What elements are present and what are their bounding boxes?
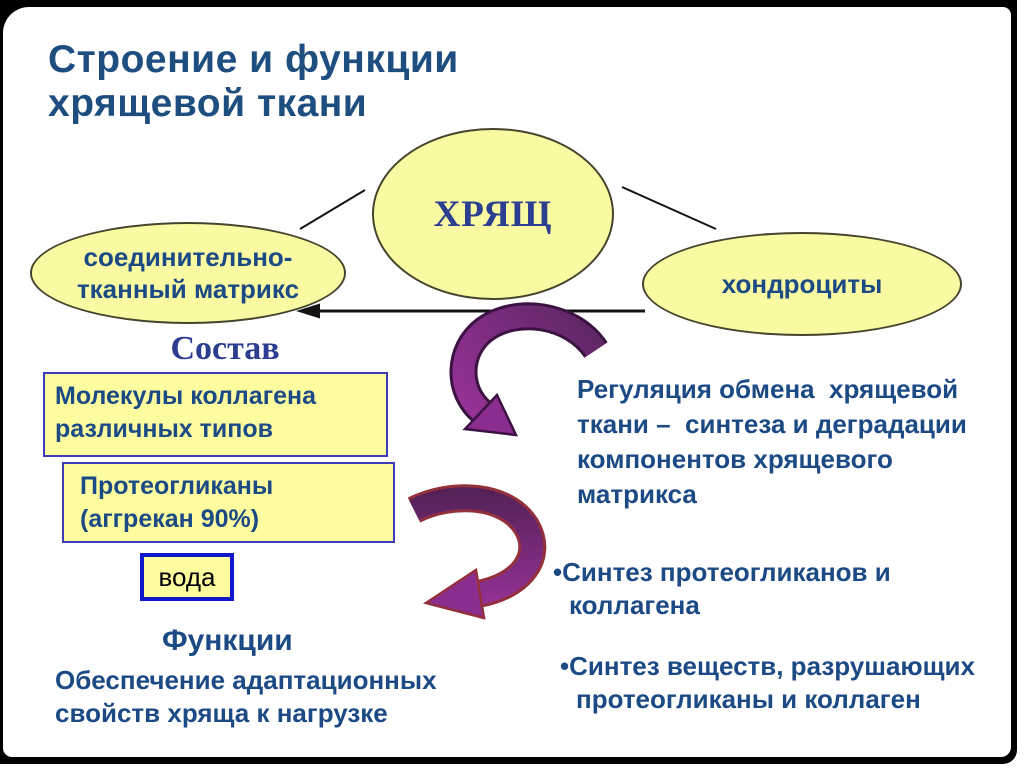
chondrocytes-node-label: хондроциты (721, 268, 883, 299)
matrix-node-label: соединительно- тканный матрикс (76, 241, 300, 305)
composition-heading: Состав (170, 330, 280, 367)
regulation-text: Регуляция обмена хрящевой ткани – синтез… (577, 374, 967, 510)
degradation-bullet: •Синтез веществ, разрушающих протеоглика… (560, 651, 975, 715)
cartilage-node: ХРЯЩ (372, 128, 614, 300)
functions-text: Обеспечение адаптационных свойств хряща … (55, 665, 437, 729)
water-box: вода (140, 553, 234, 601)
chondrocytes-node: хондроциты (642, 232, 962, 336)
matrix-node: соединительно- тканный матрикс (30, 222, 346, 324)
cartilage-node-label: ХРЯЩ (433, 193, 553, 235)
functions-heading: Функции (162, 624, 293, 657)
collagen-box: Молекулы коллагена различных типов (43, 372, 388, 457)
synthesis-bullet: •Синтез протеогликанов и коллагена (553, 557, 891, 621)
water-box-label: вода (158, 561, 216, 592)
proteoglycans-box: Протеогликаны (аггрекан 90%) (62, 462, 395, 543)
slide-title: Строение и функции хрящевой ткани (48, 38, 459, 126)
